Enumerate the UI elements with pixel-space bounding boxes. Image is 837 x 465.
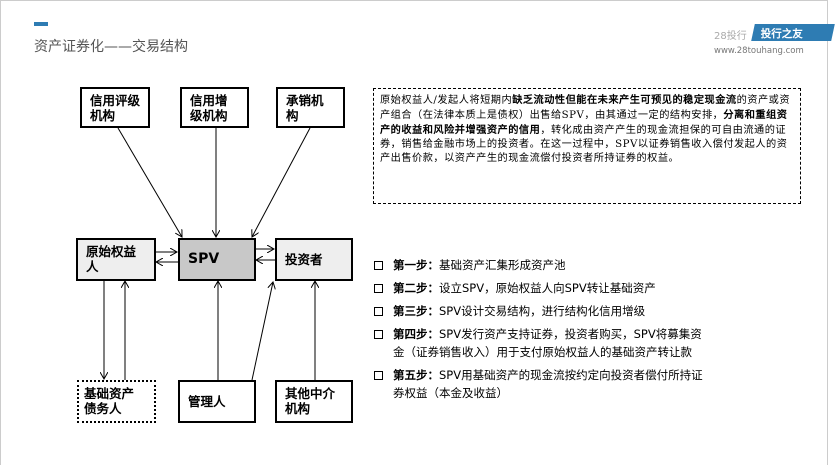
checkbox-bullet-icon [374, 371, 383, 380]
box-credit-enhancement: 信用增级机构 [180, 87, 249, 128]
checkbox-bullet-icon [374, 330, 383, 339]
step-label: 第四步： [393, 327, 439, 341]
arrow-rating-to-spv [117, 127, 182, 237]
list-item: 第四步：SPV发行资产支持证券，投资者购买，SPV将募集资金（证券销售收入）用于… [372, 325, 712, 361]
desc-bold: 分离和重组资产的收益和风险并增强资产的信用 [380, 109, 788, 136]
title-accent-bar [34, 22, 48, 26]
box-originator: 原始权益人 [76, 238, 156, 281]
steps-list: 第一步：基础资产汇集形成资产池 第二步：设立SPV，原始权益人向SPV转让基础资… [372, 256, 712, 407]
list-item: 第五步：SPV用基础资产的现金流按约定向投资者偿付所持证券权益（本金及收益） [372, 366, 712, 402]
step-label: 第五步： [393, 368, 439, 382]
step-text: SPV设计交易结构，进行结构化信用增级 [439, 304, 646, 318]
arrow-manager-to-investor [251, 282, 273, 381]
step-text: SPV发行资产支持证券，投资者购买，SPV将募集资金（证券销售收入）用于支付原始… [393, 327, 702, 359]
step-text: SPV用基础资产的现金流按约定向投资者偿付所持证券权益（本金及收益） [393, 368, 703, 400]
checkbox-bullet-icon [374, 284, 383, 293]
box-debtor: 基础资产债务人 [77, 380, 156, 423]
page-title: 资产证券化——交易结构 [34, 39, 188, 55]
step-label: 第三步： [393, 304, 439, 318]
box-credit-rating: 信用评级机构 [80, 87, 150, 128]
box-other-intermediary: 其他中介机构 [275, 380, 353, 423]
brand-url: www.28touhang.com [714, 46, 804, 56]
checkbox-bullet-icon [374, 307, 383, 316]
list-item: 第二步：设立SPV，原始权益人向SPV转让基础资产 [372, 279, 712, 297]
checkbox-bullet-icon [374, 261, 383, 270]
step-label: 第二步： [393, 281, 439, 295]
step-label: 第一步： [393, 258, 439, 272]
box-underwriter: 承销机构 [276, 87, 345, 128]
desc-bold: 缺乏流动性但能在未来产生可预见的稳定现金流 [512, 94, 737, 106]
step-text: 设立SPV，原始权益人向SPV转让基础资产 [439, 281, 656, 295]
step-text: 基础资产汇集形成资产池 [439, 258, 566, 272]
arrow-underwriter-to-spv [252, 127, 311, 237]
desc-text: 原始权益人/发起人将短期内 [380, 95, 513, 106]
desc-text: 的资产或资产组合（在法律本质上是债权）出售给SPV，由其通过一定的结构安排， [380, 95, 791, 121]
box-manager: 管理人 [178, 380, 256, 423]
list-item: 第三步：SPV设计交易结构，进行结构化信用增级 [372, 302, 712, 320]
description-box: 原始权益人/发起人将短期内缺乏流动性但能在未来产生可预见的稳定现金流的资产或资产… [373, 88, 801, 204]
box-spv: SPV [178, 238, 256, 281]
list-item: 第一步：基础资产汇集形成资产池 [372, 256, 712, 274]
desc-text: ，转化成由资产产生的现金流担保的可自由流通的证券，销售给金融市场上的投资者。在这… [380, 125, 788, 164]
brand-prefix: 28投行 [714, 31, 747, 42]
box-investor: 投资者 [275, 238, 353, 281]
